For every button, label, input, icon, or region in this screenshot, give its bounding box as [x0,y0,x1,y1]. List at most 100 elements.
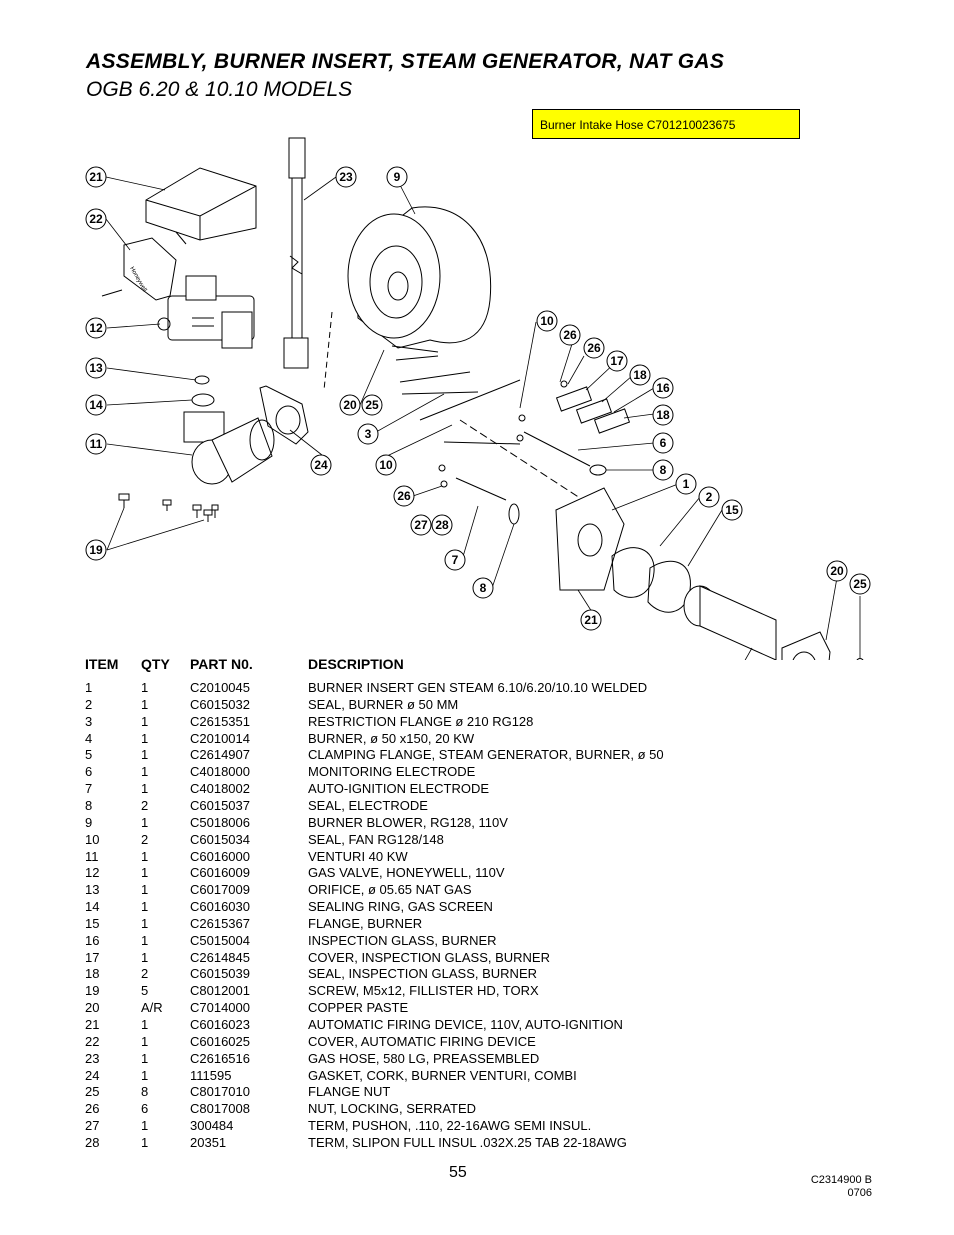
callout-label: 20 [343,398,357,412]
description: NUT, LOCKING, SERRATED [308,1101,477,1117]
venturi-part [183,411,275,485]
callout-23: 23 [335,166,357,188]
part-number: C2010045 [190,680,250,695]
quantity: 8 [141,1084,149,1100]
part-number: 111595 [190,1067,232,1083]
quantity: 1 [141,1033,149,1049]
item-number: 11 [85,848,99,864]
item-number: 20 [85,1000,100,1016]
item-number: 3 [85,713,93,729]
description: CLAMPING FLANGE, STEAM GENERATOR, BURNER… [308,747,664,763]
item-number: 13 [85,882,100,898]
description: AUTOMATIC FIRING DEVICE, 110V, AUTO-IGNI… [308,1017,623,1032]
quantity: 1 [141,730,149,746]
part-number: C7014000 [190,1000,250,1016]
part-number: C4018000 [190,764,250,780]
description: FLANGE NUT [308,1084,391,1100]
callout-label: 16 [656,381,670,395]
callout-label: 9 [394,170,401,184]
item-number: 1 [85,680,93,695]
callout-26: 26 [583,337,605,359]
item-number: 22 [85,1033,100,1049]
gas-hose-part [283,137,309,369]
callout-label: 21 [89,170,103,184]
callout-11: 11 [85,433,107,455]
document-number: C2314900 B [810,1174,872,1186]
callout-6: 6 [652,432,674,454]
description: BURNER, ø 50 x150, 20 KW [308,730,475,746]
item-number: 19 [85,983,100,999]
description: AUTO-IGNITION ELECTRODE [308,781,490,797]
part-number: C6015037 [190,797,250,813]
description: FLANGE, BURNER [308,915,423,931]
callout-label: 24 [314,458,328,472]
callout-8: 8 [652,459,674,481]
firing-device-part [145,167,257,245]
description: TERM, SLIPON FULL INSUL .032X.25 TAB 22-… [308,1134,627,1150]
callout-2: 2 [698,486,720,508]
callout-21: 21 [580,609,602,631]
callout-21: 21 [85,166,107,188]
quantity: 2 [141,797,149,813]
part-number: C2616516 [190,1050,250,1066]
callout-7: 7 [444,549,466,571]
clamping-flange-part [781,631,831,660]
quantity: 1 [141,899,149,915]
callout-label: 1 [683,477,690,491]
part-number: C2614907 [190,747,250,763]
quantity: 1 [141,764,149,780]
quantity: 1 [141,680,149,695]
part-number: C5015004 [190,932,250,948]
callout-18: 18 [629,364,651,386]
callout-20: 20 [339,394,361,416]
quantity: 1 [141,1134,149,1150]
callout-label: 26 [563,328,577,342]
quantity: 1 [141,1017,149,1032]
description: SEALING RING, GAS SCREEN [308,899,493,915]
item-number: 28 [85,1134,100,1150]
callout-label: 10 [540,314,554,328]
description: SEAL, FAN RG128/148 [308,831,444,847]
callout-label: 25 [853,577,867,591]
callout-15: 15 [721,499,743,521]
callout-label: 6 [660,436,667,450]
quantity: 1 [141,949,149,965]
callout-label: 21 [584,613,598,627]
callout-label: 8 [480,581,487,595]
callout-18: 18 [652,404,674,426]
part-number: C8017010 [190,1084,250,1100]
item-number: 7 [85,781,93,797]
description: INSPECTION GLASS, BURNER [308,932,497,948]
description: ORIFICE, ø 05.65 NAT GAS [308,882,472,898]
quantity: 1 [141,747,149,763]
quantity: 1 [141,1118,149,1134]
page-subtitle: OGB 6.20 & 10.10 MODELS [86,78,353,101]
item-number: 16 [85,932,100,948]
exploded-parts-diagram: Honeywell [85,137,871,660]
item-number: 24 [85,1067,100,1083]
part-number: C4018002 [190,781,250,797]
orifice-part [194,375,210,385]
callout-label: 11 [90,437,103,451]
description: SEAL, ELECTRODE [308,797,428,813]
quantity: 2 [141,831,149,847]
callout-label: 18 [633,368,647,382]
part-number: C6015034 [190,831,250,847]
part-number: C2615367 [190,915,250,931]
part-number: C6016000 [190,848,250,864]
quantity: 1 [141,932,149,948]
callout-label: 3 [365,427,372,441]
callout-8: 8 [472,577,494,599]
item-number: 15 [85,915,100,931]
description: COVER, INSPECTION GLASS, BURNER [308,949,550,965]
callout-25: 25 [361,394,383,416]
page-number: 55 [449,1164,467,1181]
description: VENTURI 40 KW [308,848,408,864]
description: TERM, PUSHON, .110, 22-16AWG SEMI INSUL. [308,1118,592,1134]
description: SEAL, BURNER ø 50 MM [308,696,459,712]
item-number: 26 [85,1101,100,1117]
part-number: C6017009 [190,882,250,898]
item-number: 21 [85,1017,100,1032]
callout-label: 26 [587,341,601,355]
